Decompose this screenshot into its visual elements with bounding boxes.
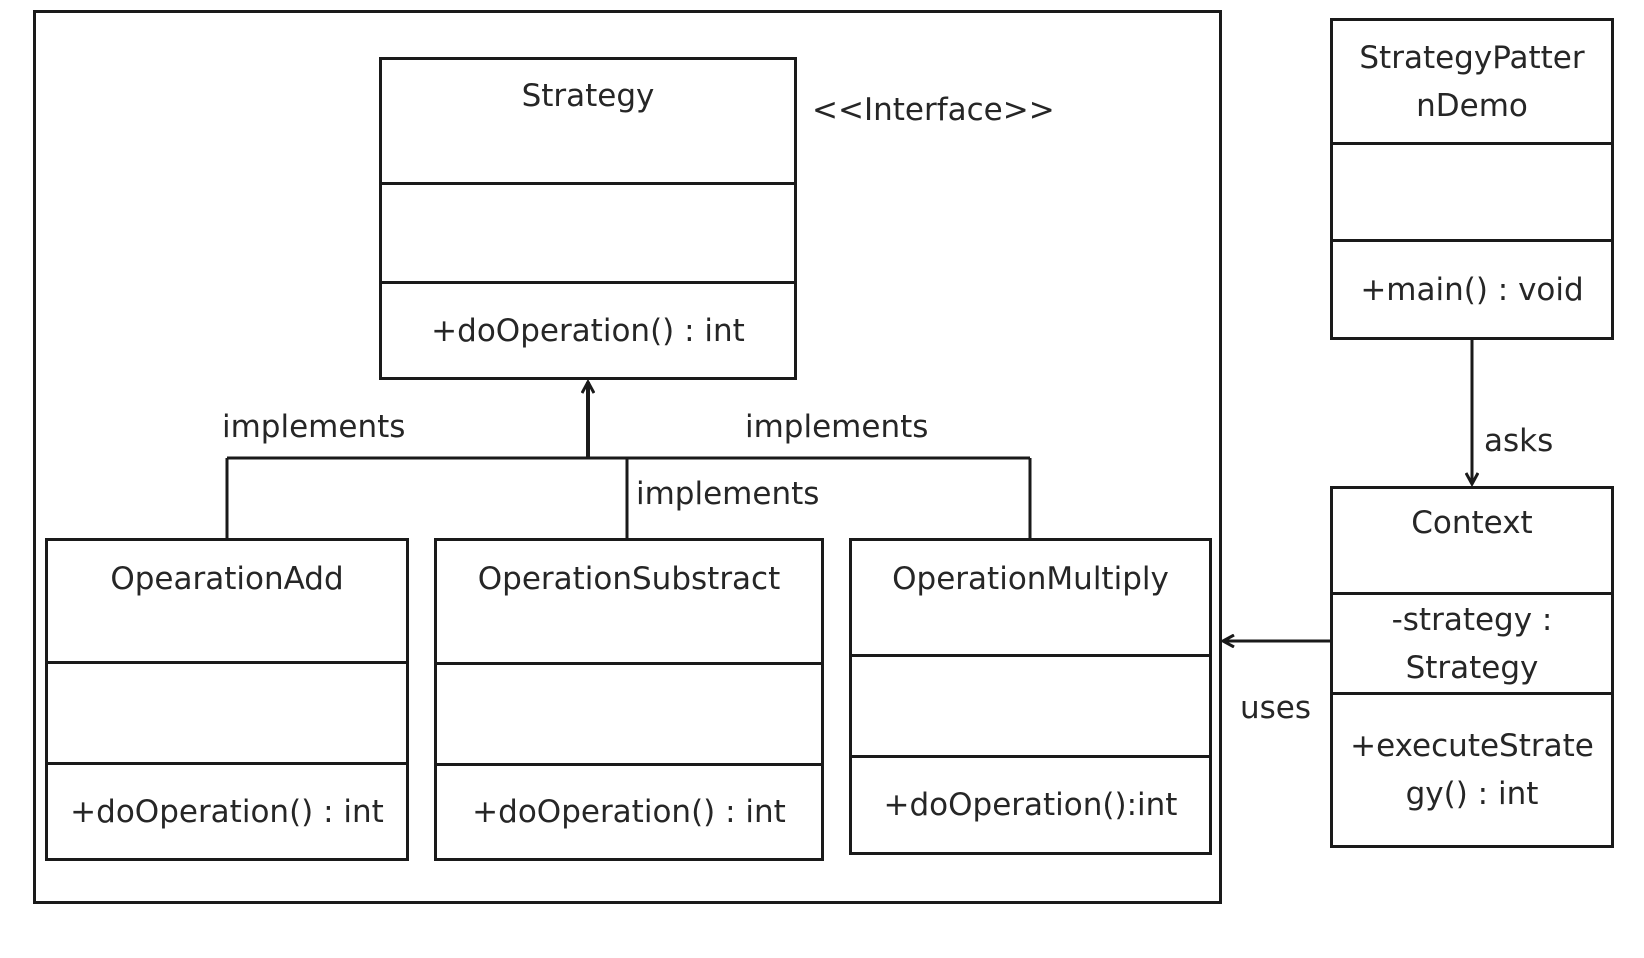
methods-section: +executeStrate gy() : int (1333, 695, 1611, 845)
attributes-section (382, 185, 794, 284)
package-frame (33, 10, 1222, 904)
attribute-text: -strategy : Strategy (1391, 601, 1553, 686)
class-name: OpearationAdd (110, 561, 344, 597)
attributes-section: -strategy : Strategy (1333, 595, 1611, 695)
class-name: Context (1411, 505, 1533, 541)
attributes-section (437, 665, 821, 766)
class-context: Context -strategy : Strategy +executeStr… (1330, 486, 1614, 848)
class-name: OperationMultiply (892, 561, 1169, 597)
method-text: +executeStrate gy() : int (1350, 728, 1594, 812)
implements-label-middle: implements (636, 476, 820, 512)
methods-section: +doOperation() : int (382, 284, 794, 377)
class-name: StrategyPatter nDemo (1359, 39, 1585, 124)
asks-label: asks (1484, 423, 1554, 459)
class-name-section: OperationSubstract (437, 541, 821, 665)
class-name: Strategy (521, 78, 655, 114)
class-name-section: Strategy (382, 60, 794, 185)
class-operation-multiply: OperationMultiply +doOperation():int (849, 538, 1212, 855)
methods-section: +doOperation():int (852, 758, 1209, 852)
class-operation-add: OpearationAdd +doOperation() : int (45, 538, 409, 861)
attributes-section (1333, 145, 1611, 242)
class-name: OperationSubstract (477, 561, 781, 597)
method-text: +doOperation():int (883, 787, 1178, 823)
class-name-section: OperationMultiply (852, 541, 1209, 657)
methods-section: +main() : void (1333, 242, 1611, 337)
class-strategy: Strategy +doOperation() : int (379, 57, 797, 380)
class-strategy-pattern-demo: StrategyPatter nDemo +main() : void (1330, 18, 1614, 340)
uses-label: uses (1240, 690, 1312, 726)
implements-label-left: implements (222, 409, 406, 445)
class-name-section: Context (1333, 489, 1611, 595)
implements-label-right: implements (745, 409, 929, 445)
class-operation-subtract: OperationSubstract +doOperation() : int (434, 538, 824, 861)
methods-section: +doOperation() : int (437, 766, 821, 858)
attributes-section (852, 657, 1209, 758)
method-text: +doOperation() : int (472, 794, 786, 830)
attributes-section (48, 664, 406, 765)
class-name-section: StrategyPatter nDemo (1333, 21, 1611, 145)
methods-section: +doOperation() : int (48, 765, 406, 858)
method-text: +main() : void (1360, 271, 1584, 308)
method-text: +doOperation() : int (431, 312, 745, 349)
method-text: +doOperation() : int (70, 793, 384, 830)
implements-connector (225, 382, 1032, 538)
class-name-section: OpearationAdd (48, 541, 406, 664)
interface-stereotype: <<Interface>> (812, 92, 1055, 128)
